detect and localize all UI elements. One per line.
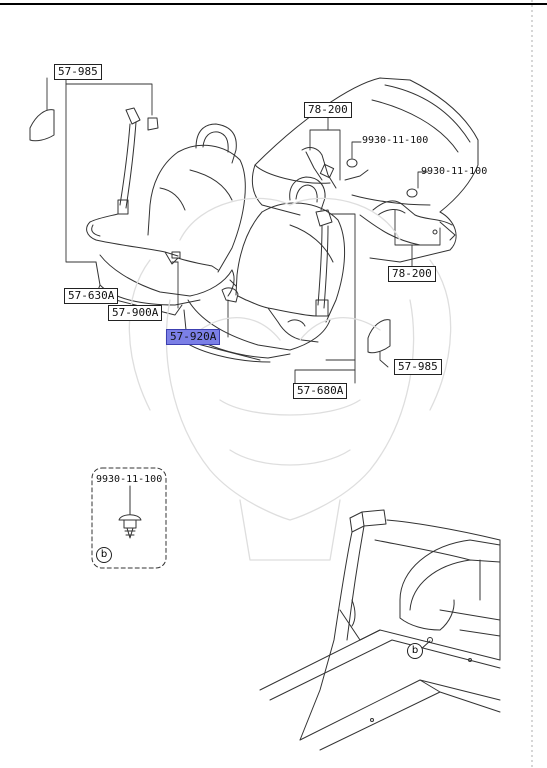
right-seat-belt [221,209,333,343]
label-57-680a[interactable]: 57-680A [293,383,348,399]
detail-box [91,467,167,569]
rear-belt-lower [372,188,456,241]
label-57-630a[interactable]: 57-630A [64,288,119,304]
left-front-seat [95,123,246,316]
vehicle-interior [259,509,501,751]
label-9930-11-100-upper[interactable]: 9930-11-100 [362,135,429,146]
leader-lines [46,77,441,384]
label-78-200-top[interactable]: 78-200 [304,102,352,118]
right-belt-cover [367,319,391,354]
left-belt-cover [29,109,159,142]
detail-ref-b: b [96,547,112,563]
label-57-985-right[interactable]: 57-985 [394,359,442,375]
vehicle-ref-b: b [407,643,423,659]
label-57-900a[interactable]: 57-900A [108,305,163,321]
label-78-200-bottom[interactable]: 78-200 [388,266,436,282]
watermark [128,197,452,561]
label-57-985-left[interactable]: 57-985 [54,64,102,80]
rear-belt-upper [301,147,369,189]
label-9930-11-100-right[interactable]: 9930-11-100 [421,166,488,177]
label-57-920a-selected[interactable]: 57-920A [166,329,221,345]
left-seat-belt [86,107,219,271]
label-9930-11-100-detail[interactable]: 9930-11-100 [96,474,163,485]
